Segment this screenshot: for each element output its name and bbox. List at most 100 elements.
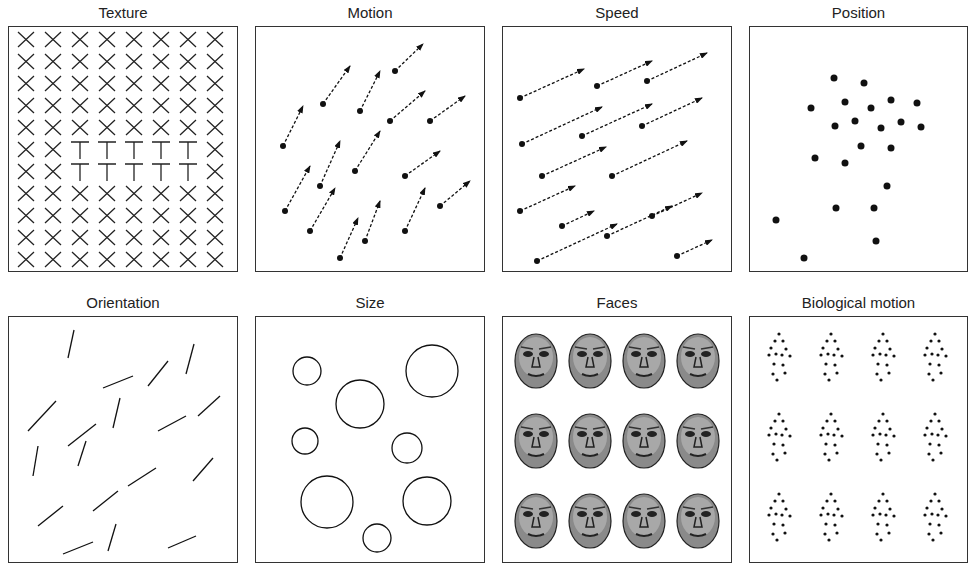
position-dots-part <box>918 124 925 131</box>
motion-arrows-part <box>390 91 425 121</box>
position-dots-part <box>884 183 891 190</box>
orientation-lines-part <box>93 491 118 511</box>
speed-arrows-part <box>612 141 687 176</box>
orientation-lines-part <box>108 524 116 551</box>
orientation-lines-part <box>168 536 196 548</box>
point-light-walkers-part <box>923 332 947 381</box>
position-dots-part <box>888 145 895 152</box>
motion-arrows-part <box>405 151 440 176</box>
position-dots-part <box>773 217 780 224</box>
panel-title: Motion <box>255 4 485 24</box>
speed-dots-part <box>517 208 523 214</box>
motion-arrows-part <box>310 188 335 231</box>
face-grid-part <box>677 414 719 468</box>
speed-dots-part <box>539 173 545 179</box>
panel-frame <box>749 26 968 272</box>
speed-arrows-part <box>647 53 707 81</box>
speed-dots-part <box>639 123 645 129</box>
position-dots-part <box>831 75 838 82</box>
face-grid-part <box>623 414 665 468</box>
position-dots-part <box>812 155 819 162</box>
motion-dots-part <box>307 228 313 234</box>
size-circles-part <box>301 476 353 528</box>
speed-arrows-part <box>562 211 594 226</box>
motion-dots-part <box>362 238 368 244</box>
point-light-walkers-part <box>819 332 843 381</box>
face-grid-part <box>569 334 611 388</box>
orientation-lines-part <box>158 416 186 431</box>
position-dots-part <box>878 125 885 132</box>
stimulus-panel: Biological motion <box>749 294 968 563</box>
motion-dots-part <box>402 228 408 234</box>
position-dots-part <box>801 255 808 262</box>
orientation-lines-part <box>193 458 213 481</box>
panel-frame <box>255 316 485 563</box>
face-grid-part <box>623 494 665 548</box>
size-circles-part <box>392 433 422 463</box>
point-light-walkers-part <box>923 492 947 541</box>
position-dots-part <box>898 119 905 126</box>
speed-arrows-part <box>597 61 652 86</box>
position-dots-part <box>871 205 878 212</box>
stimulus-panel: Motion <box>255 4 485 272</box>
speed-arrows-part <box>522 107 602 144</box>
panel-title: Size <box>255 294 485 314</box>
motion-arrows-part <box>340 218 358 258</box>
speed-dots-part <box>649 213 655 219</box>
stimulus-panel: Size <box>255 294 485 563</box>
stimulus-panel: Faces <box>502 294 732 563</box>
speed-dots-part <box>579 133 585 139</box>
motion-dots-part <box>337 255 343 261</box>
speed-arrows-part <box>542 147 606 176</box>
panel-frame <box>8 316 238 563</box>
position-dots-part <box>808 105 815 112</box>
stimulus-panel: Speed <box>502 4 732 272</box>
point-light-walkers <box>767 332 947 541</box>
motion-arrows-part <box>360 71 380 111</box>
orientation-lines-part <box>78 441 86 466</box>
face-grid-part <box>515 494 557 548</box>
motion-dots-part <box>317 183 323 189</box>
speed-dots-part <box>609 173 615 179</box>
speed-arrows-part <box>642 98 702 126</box>
stimulus-panel: Position <box>749 4 968 272</box>
motion-dots-part <box>352 168 358 174</box>
orientation-lines-part <box>38 506 63 526</box>
speed-dots-part <box>519 141 525 147</box>
point-light-walkers-part <box>767 332 791 381</box>
size-circles-part <box>406 345 458 397</box>
panel-title: Biological motion <box>749 294 968 314</box>
speed-arrows-part <box>677 240 712 256</box>
size-circles-part <box>403 477 451 525</box>
face-grid-part <box>515 334 557 388</box>
speed-dots-part <box>594 83 600 89</box>
size-circles-part <box>292 428 318 454</box>
orientation-lines-part <box>33 446 38 476</box>
orientation-lines-part <box>103 376 133 388</box>
size-circles-part <box>336 380 384 428</box>
position-dots-part <box>833 205 840 212</box>
panel-frame <box>502 316 732 563</box>
motion-dots-part <box>282 208 288 214</box>
speed-arrows-part <box>520 69 584 98</box>
point-light-walkers-part <box>871 332 895 381</box>
motion-arrows-part <box>440 181 470 206</box>
motion-arrows-part <box>395 44 423 71</box>
orientation-lines-part <box>28 401 56 431</box>
speed-arrows-part <box>607 206 672 236</box>
motion-dots-part <box>437 203 443 209</box>
size-circles-part <box>363 524 391 552</box>
face-grid-part <box>677 494 719 548</box>
orientation-lines-part <box>68 424 96 446</box>
position-dots-part <box>914 100 921 107</box>
size-circles <box>292 345 458 552</box>
orientation-lines-part <box>68 330 74 358</box>
position-dots-part <box>842 160 849 167</box>
motion-arrows-part <box>285 166 310 211</box>
orientation-lines-part <box>128 468 156 486</box>
face-grid-part <box>569 494 611 548</box>
point-light-walkers-part <box>923 412 947 461</box>
orientation-lines-part <box>186 344 194 374</box>
stimulus-panel: Texture <box>8 4 238 272</box>
